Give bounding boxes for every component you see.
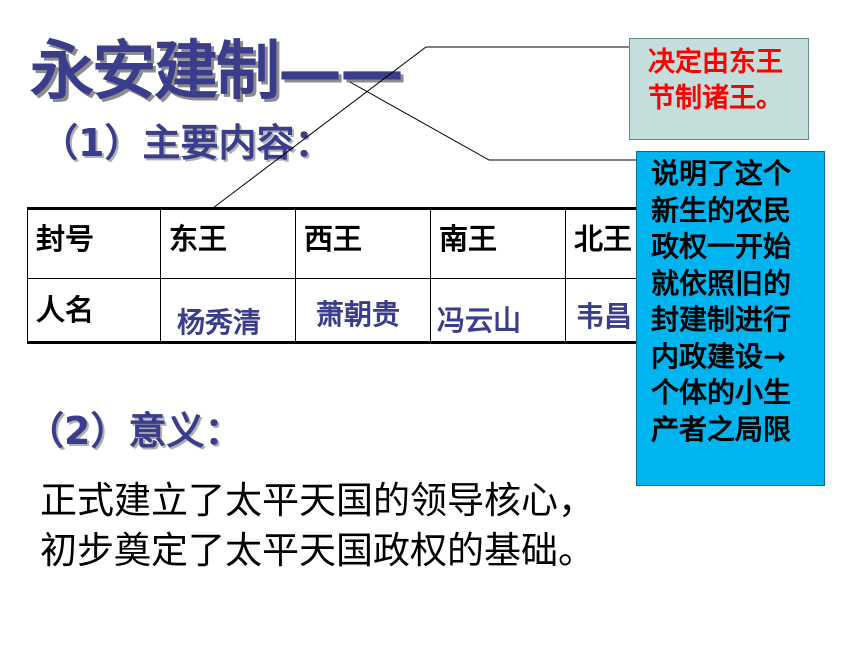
significance-line: 初步奠定了太平天国政权的基础。 xyxy=(40,529,595,572)
connector-line-dongwang xyxy=(212,46,629,209)
header-cell: 北王 xyxy=(565,207,648,279)
name-text: 萧朝贵 xyxy=(316,298,401,331)
callout-line: 政权一开始 xyxy=(651,230,792,263)
header-cell: 南王 xyxy=(430,207,566,279)
slide-title: 永安建制—— xyxy=(30,35,404,109)
row-label: 人名 xyxy=(27,278,161,344)
callout-line: 产者之局限 xyxy=(651,412,792,446)
name-cell: 杨秀清 xyxy=(160,278,296,344)
name-cell: 韦昌 xyxy=(565,278,648,344)
section-heading-significance: （2）意义： xyxy=(26,409,243,453)
header-cell: 封号 xyxy=(27,207,161,279)
callout-line: 内政建设➞ xyxy=(651,339,787,373)
name-cell: 萧朝贵 xyxy=(295,278,431,344)
callout-line: 节制诸王。 xyxy=(648,83,783,114)
name-cell: 冯云山 xyxy=(430,278,566,344)
name-text: 韦昌 xyxy=(576,300,633,333)
callout-line: 新生的农民 xyxy=(651,193,792,227)
callout-line: 说明了这个 xyxy=(651,157,792,190)
callout-line: 决定由东王 xyxy=(648,47,783,78)
significance-text: 正式建立了太平天国的领导核心， 初步奠定了太平天国政权的基础。 xyxy=(40,476,595,576)
callout-line: 个体的小生 xyxy=(651,376,792,409)
callout-line: 就依照旧的 xyxy=(651,266,792,300)
name-text: 冯云山 xyxy=(437,304,522,337)
name-text: 杨秀清 xyxy=(177,306,262,339)
callout-box-limitation: 说明了这个 新生的农民 政权一开始 就依照旧的 封建制进行 内政建设➞ 个体的小… xyxy=(636,151,825,486)
table-row: 人名 杨秀清 萧朝贵 冯云山 韦昌 xyxy=(27,278,648,344)
connector-line-significance xyxy=(349,81,636,161)
callout-line: 封建制进行 xyxy=(651,303,792,336)
table-header-row: 封号 东王 西王 南王 北王 xyxy=(27,207,648,279)
title-table: 封号 东王 西王 南王 北王 人名 杨秀清 萧朝贵 冯云山 韦昌 xyxy=(27,207,648,344)
callout-box-decision: 决定由东王 节制诸王。 xyxy=(629,38,809,140)
header-cell: 西王 xyxy=(295,207,431,279)
row-label-text: 人名 xyxy=(36,293,95,327)
significance-line: 正式建立了太平天国的领导核心， xyxy=(40,479,595,522)
section-heading-content: （1）主要内容： xyxy=(40,121,333,165)
